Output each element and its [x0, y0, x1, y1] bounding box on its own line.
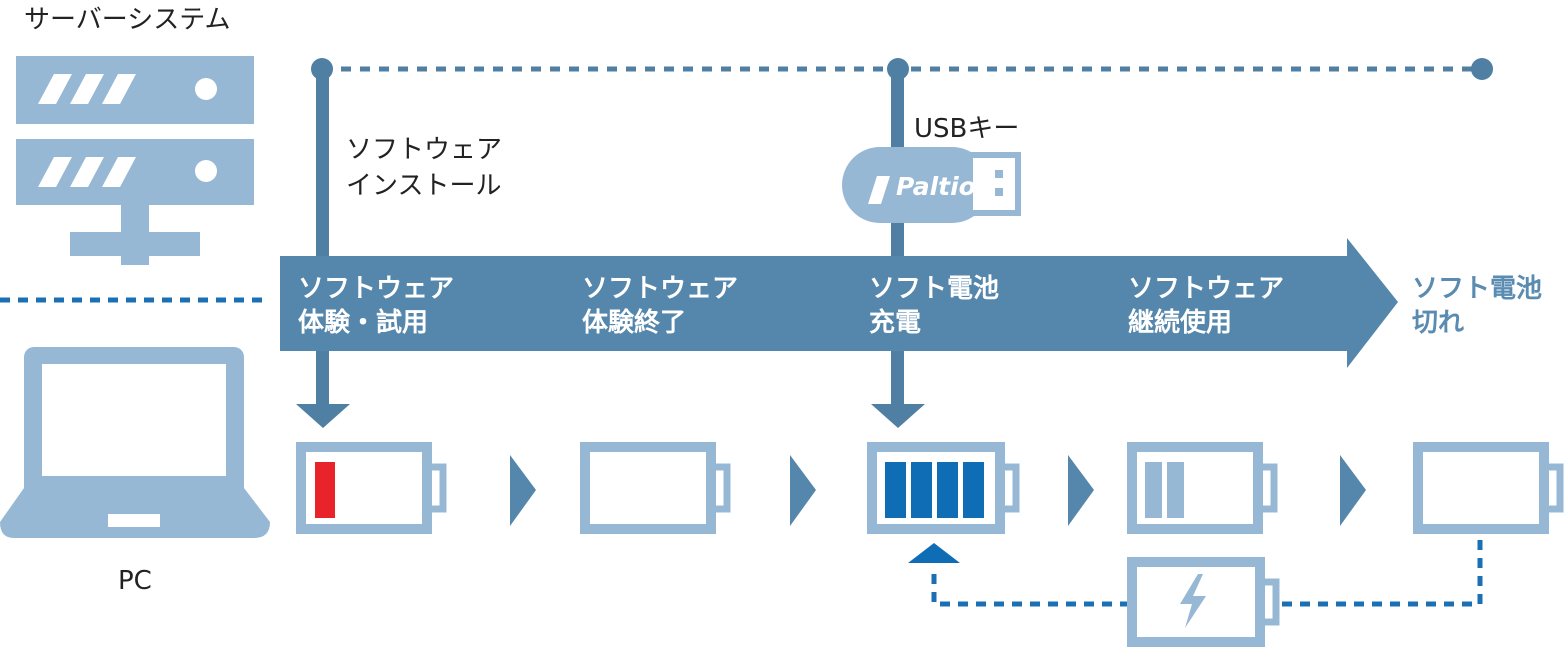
step-arrow-3 [1068, 455, 1094, 526]
recharge-loop [931, 540, 1483, 607]
stage-3-line1: ソフト電池 [869, 274, 1000, 304]
timeline-arrow [280, 238, 1398, 368]
battery-stage-1 [296, 442, 447, 534]
usb-label: USBキー [914, 114, 1020, 144]
usb-brand-logo: Paltio [896, 172, 976, 201]
step-arrow-1 [510, 455, 536, 526]
stage-2-line1: ソフトウェア [582, 274, 739, 304]
recharge-arrowhead [908, 543, 960, 563]
server-rack-icon [16, 56, 254, 265]
battery-stage-3 [867, 442, 1020, 534]
stage-4-line1: ソフトウェア [1128, 274, 1285, 304]
stage-3-line2: 充電 [869, 308, 922, 338]
laptop-icon [0, 347, 270, 538]
stage-1-line1: ソフトウェア [298, 274, 455, 304]
usb-connector [891, 69, 904, 409]
install-label-line2: インストール [346, 171, 502, 201]
usb-key-icon [842, 147, 1021, 223]
step-arrow-2 [790, 455, 816, 526]
pc-label: PC [118, 566, 152, 596]
battery-stage-2 [580, 442, 731, 534]
stage-5-line2: 切れ [1412, 308, 1465, 338]
stage-2-line2: 体験終了 [582, 308, 687, 338]
step-arrow-4 [1340, 455, 1366, 526]
stage-1-line2: 体験・試用 [298, 308, 429, 338]
lightning-battery-icon [1127, 557, 1280, 647]
battery-stage-4 [1127, 442, 1278, 534]
install-arrowhead [296, 404, 350, 428]
install-connector [316, 69, 329, 409]
stage-4-line2: 継続使用 [1128, 308, 1233, 338]
usb-arrowhead [871, 404, 925, 428]
install-label-line1: ソフトウェア [346, 135, 503, 165]
server-label: サーバーシステム [24, 5, 231, 35]
battery-stage-5 [1413, 442, 1564, 534]
stage-5-line1: ソフト電池 [1412, 274, 1543, 304]
